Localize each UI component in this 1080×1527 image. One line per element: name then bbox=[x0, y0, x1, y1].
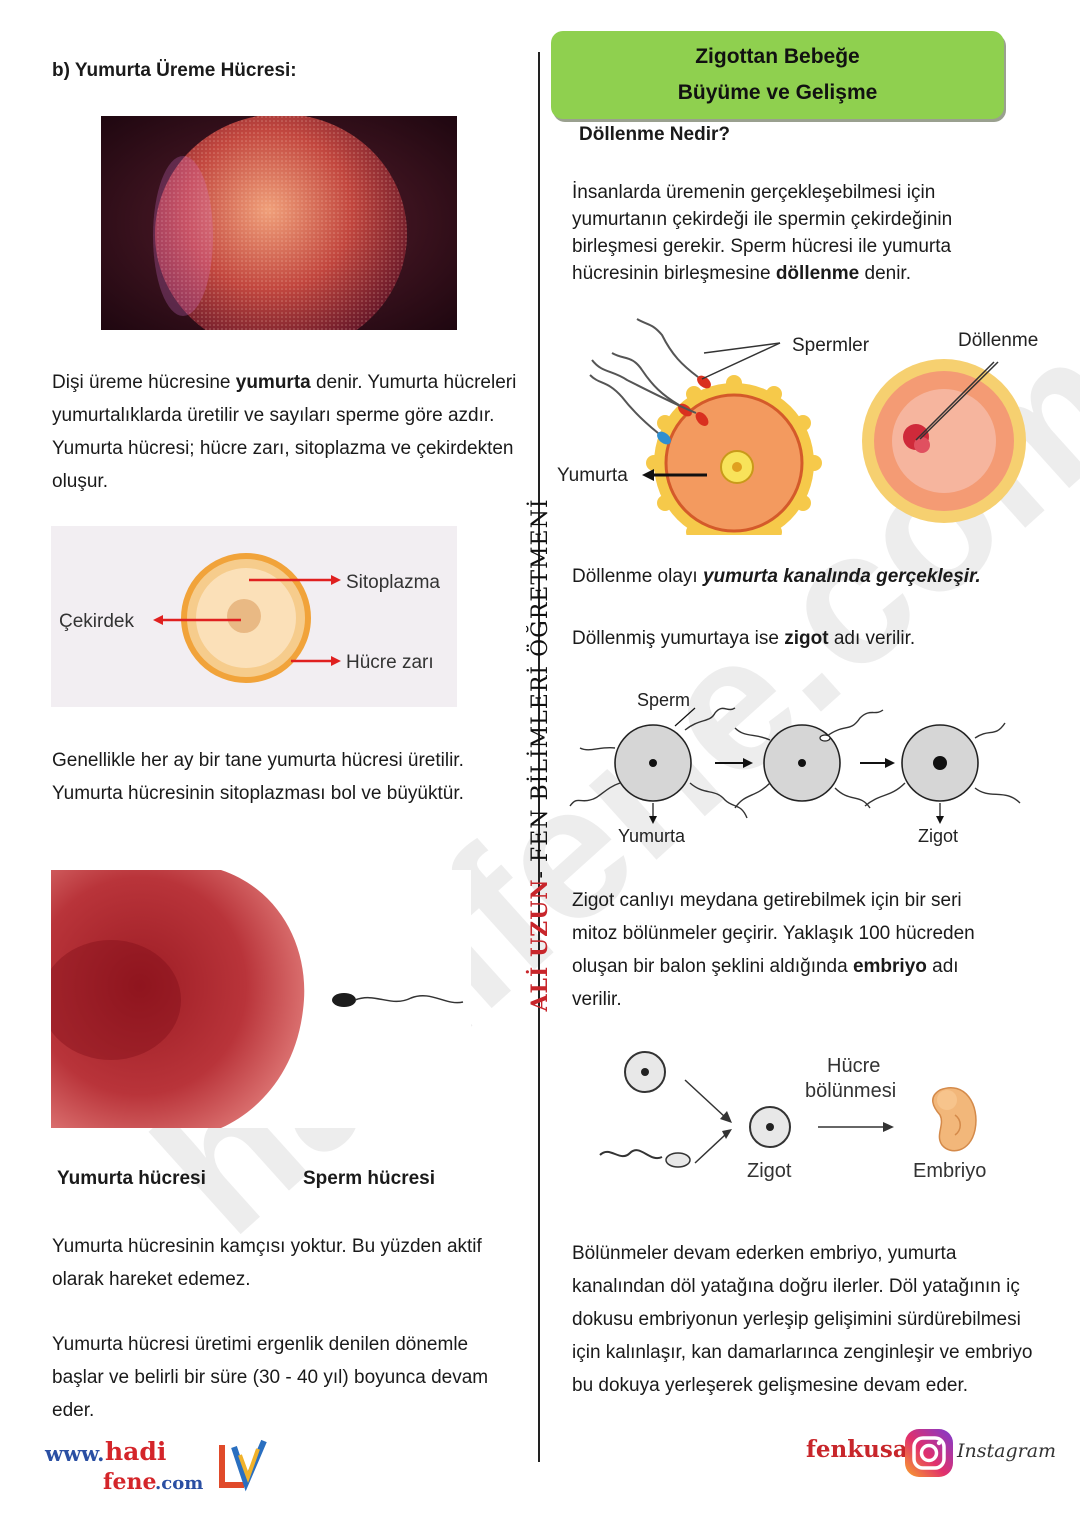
label-yumurta-zygote: Yumurta bbox=[618, 826, 686, 846]
paragraph-fertilization-definition: İnsanlarda üremenin gerçekleşebilmesi iç… bbox=[572, 182, 953, 284]
section-title-box: Zigottan Bebeğe Büyüme ve Gelişme bbox=[551, 31, 1004, 119]
label-zigot: Zigot bbox=[918, 826, 958, 846]
label-spermler: Spermler bbox=[792, 335, 870, 356]
paragraph-embryo-definition: Zigot canlıyı meydana getirebilmek için … bbox=[572, 890, 975, 1010]
egg-cell-photo bbox=[101, 116, 457, 330]
section-heading-egg: b) Yumurta Üreme Hücresi: bbox=[52, 60, 297, 81]
fertilization-diagram: Spermler Döllenme Yumurta bbox=[557, 318, 1038, 535]
caption-sperm-cell: Sperm hücresi bbox=[303, 1168, 435, 1189]
label-embriyo: Embriyo bbox=[913, 1160, 986, 1182]
label-cekirdek: Çekirdek bbox=[59, 611, 134, 632]
title-line-2: Büyüme ve Gelişme bbox=[677, 81, 878, 104]
paragraph-fertilization-location: Döllenme olayı yumurta kanalında gerçekl… bbox=[572, 566, 981, 587]
paragraph-egg-production: Genellikle her ay bir tane yumurta hücre… bbox=[52, 750, 464, 804]
egg-with-sperms bbox=[589, 318, 822, 535]
section-heading-fertilization: Döllenme Nedir? bbox=[579, 124, 730, 145]
egg-and-sperm-photo bbox=[51, 870, 471, 1128]
hadifene-logo[interactable]: www. hadi fene .com bbox=[45, 1437, 204, 1495]
sperm-head bbox=[332, 993, 356, 1007]
sperm-tail bbox=[354, 995, 464, 1004]
paragraph-egg-production-period: Yumurta hücresi üretimi ergenlik denilen… bbox=[52, 1334, 489, 1421]
paragraph-egg-no-flagellum: Yumurta hücresinin kamçısı yoktur. Bu yü… bbox=[52, 1236, 482, 1290]
instagram-wordmark: Instagram bbox=[957, 1440, 1057, 1462]
teacher-credit: ALİ UZUN - FEN BİLİMLERİ ÖĞRETMENİ bbox=[527, 498, 553, 1012]
column-divider bbox=[538, 52, 540, 1462]
embryo-development-diagram: Hücre bölünmesi Zigot Embriyo bbox=[599, 1051, 986, 1182]
title-line-1: Zigottan Bebeğe bbox=[695, 45, 860, 68]
caption-egg-cell: Yumurta hücresi bbox=[57, 1168, 206, 1189]
label-sperm: Sperm bbox=[637, 690, 690, 710]
paragraph-egg-definition: Dişi üreme hücresine yumurta denir. Yumu… bbox=[52, 372, 517, 492]
paragraph-zygote-definition: Döllenmiş yumurtaya ise zigot adı verili… bbox=[572, 628, 916, 649]
zygote-formation-diagram: Sperm Yumurta Zigot bbox=[569, 690, 1021, 846]
label-zigot-embryo: Zigot bbox=[747, 1160, 792, 1182]
label-hucre-zari: Hücre zarı bbox=[346, 652, 434, 673]
label-bolunmesi: bölünmesi bbox=[805, 1080, 896, 1102]
egg-structure-diagram: Sitoplazma Çekirdek Hücre zarı bbox=[51, 526, 457, 707]
lv-logo-icon bbox=[219, 1439, 267, 1492]
label-sitoplazma: Sitoplazma bbox=[346, 572, 440, 593]
label-yumurta: Yumurta bbox=[557, 465, 628, 486]
label-dollenme: Döllenme bbox=[958, 330, 1038, 351]
paragraph-embryo-implantation: Bölünmeler devam ederken embriyo, yumurt… bbox=[572, 1243, 1033, 1396]
fertilized-egg bbox=[862, 359, 1026, 523]
instagram-icon[interactable] bbox=[903, 1427, 955, 1479]
embryo-figure bbox=[932, 1087, 977, 1152]
label-hucre: Hücre bbox=[827, 1055, 880, 1077]
